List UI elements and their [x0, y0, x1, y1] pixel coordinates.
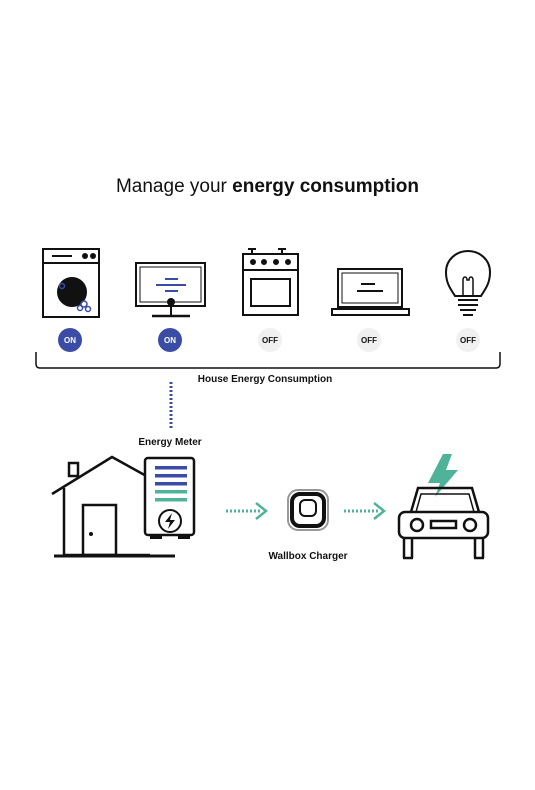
house-consumption-label: House Energy Consumption: [197, 374, 333, 385]
house-consumption-bracket: [35, 352, 501, 369]
house-icon: [51, 455, 175, 558]
television-icon: [135, 262, 206, 318]
television-status-badge: ON: [158, 328, 182, 352]
wallbox-charger-label: Wallbox Charger: [268, 551, 348, 562]
lightning-bolt-icon: [428, 454, 458, 497]
car-icon: [397, 486, 490, 560]
wallbox-charger-icon: [287, 489, 329, 531]
arrow-meter-to-charger: [226, 502, 269, 520]
energy-meter-label: Energy Meter: [138, 437, 202, 448]
title-bold: energy consumption: [232, 176, 420, 197]
energy-meter-icon: [143, 456, 196, 539]
page-title: Manage your energy consumption: [0, 176, 535, 198]
laptop-status-badge: OFF: [357, 328, 381, 352]
light-bulb-icon: [444, 249, 492, 316]
laptop-icon: [331, 268, 410, 316]
stove-icon: [242, 248, 299, 316]
title-prefix: Manage your: [115, 176, 233, 197]
stove-status-badge: OFF: [258, 328, 282, 352]
light-bulb-status-badge: OFF: [456, 328, 480, 352]
washing-machine-status-badge: ON: [58, 328, 82, 352]
washing-machine-icon: [42, 248, 100, 318]
arrow-charger-to-car: [344, 502, 387, 520]
